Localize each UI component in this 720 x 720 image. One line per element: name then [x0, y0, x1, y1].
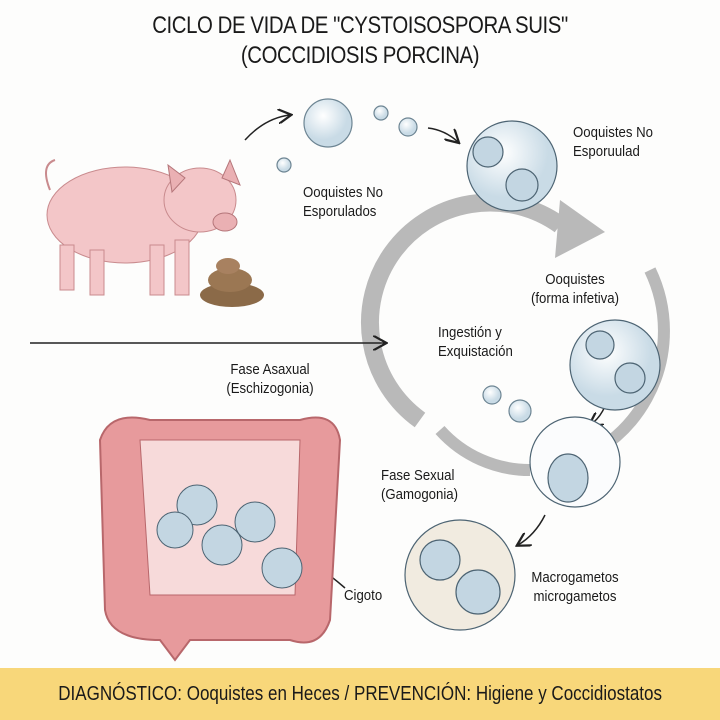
excystation-cell [529, 416, 621, 508]
label-line: Esporuulad [573, 143, 640, 160]
label-line: Ooquistes [545, 271, 605, 288]
label-unsporulated-right: Ooquistes No Esporuulad [573, 123, 653, 161]
label-infective: Ooquistes (forma infetiva) [513, 270, 636, 308]
label-line: Fase Sexual [381, 467, 455, 484]
gametes-cell [404, 519, 516, 631]
infective-oocyst [569, 319, 661, 411]
feces-illustration [200, 258, 264, 307]
title-line-2: (COCCIDIOSIS PORCINA) [240, 42, 480, 69]
label-asexual: Fase Asaxual (Eschizogonia) [217, 360, 323, 398]
label-line: Esporulados [303, 203, 377, 220]
footer-text: DIAGNÓSTICO: Ooquistes en Heces / PREVEN… [58, 682, 662, 705]
arrow-icon [244, 115, 290, 141]
label-ingestion: Ingestión y Exquistación [438, 323, 513, 361]
label-line: Exquistación [438, 343, 513, 360]
label-unsporulated-left: Ooquistes No Esporulados [303, 183, 383, 221]
label-gametes: Macrogametos microgametos [522, 568, 628, 606]
arrow-icon [518, 514, 546, 545]
oocyst-bubbles [276, 98, 532, 423]
label-line: Ooquistes No [303, 184, 383, 201]
label-line: (forma infetiva) [530, 290, 620, 307]
label-sexual: Fase Sexual (Gamogonia) [381, 466, 458, 504]
arrow-icon [427, 127, 458, 142]
label-line: microgametos [533, 588, 617, 605]
intestine-illustration [98, 416, 342, 662]
pig-illustration [45, 158, 241, 296]
label-line: (Gamogonia) [381, 486, 459, 503]
label-line: Fase Asaxual [230, 361, 310, 378]
footer-banner: DIAGNÓSTICO: Ooquistes en Heces / PREVEN… [0, 668, 720, 720]
label-line: Macrogametos [531, 569, 619, 586]
label-line: Ingestión y [438, 324, 502, 341]
title-line-1: CICLO DE VIDA DE "CYSTOISOSPORA SUIS" [152, 12, 568, 39]
label-line: (Eschizogonia) [226, 380, 314, 397]
label-zygote: Cigoto [344, 587, 383, 604]
label-line: Ooquistes No [573, 124, 653, 141]
sporulated-oocyst [466, 120, 558, 212]
